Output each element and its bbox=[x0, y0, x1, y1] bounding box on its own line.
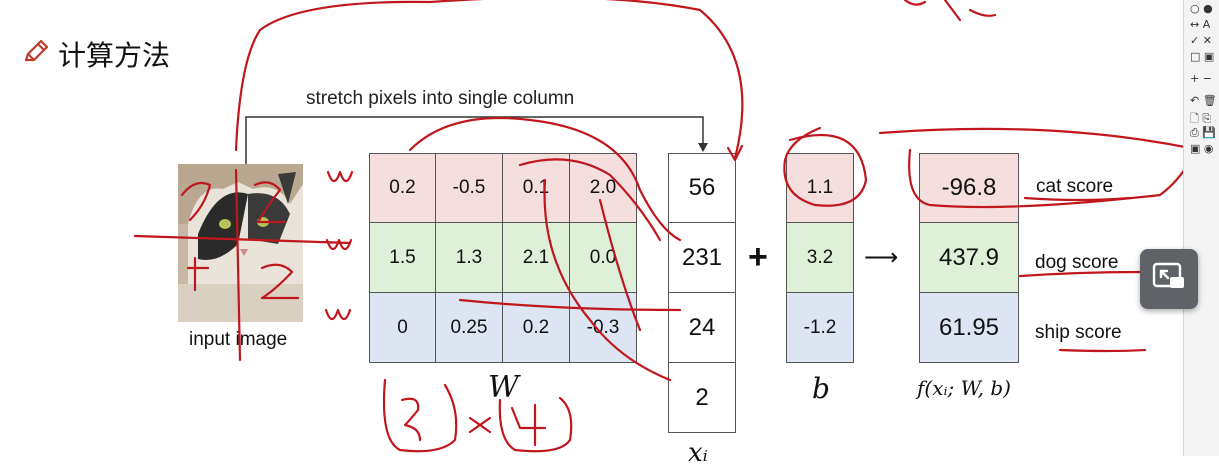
toolbar-item[interactable]: ⎙ 💾 bbox=[1190, 126, 1216, 139]
toolbar-item[interactable]: ▣ ◉ bbox=[1190, 142, 1214, 155]
dog-score-label: dog score bbox=[1035, 252, 1119, 273]
w-cell: -0.5 bbox=[436, 153, 503, 223]
toolbar-item[interactable]: ✓ ✕ bbox=[1190, 34, 1212, 47]
b-cell: -1.2 bbox=[786, 293, 854, 363]
w-cell: 0.2 bbox=[503, 293, 570, 363]
w-cell: 2.1 bbox=[503, 223, 570, 293]
b-cell: 1.1 bbox=[786, 153, 854, 223]
w-cell: 0.1 bbox=[503, 153, 570, 223]
w-matrix: 0.2 -0.5 0.1 2.0 1.5 1.3 2.1 0.0 0 0.25 … bbox=[369, 153, 637, 363]
heading-text: 计算方法 bbox=[58, 39, 171, 72]
w-cell: 0.0 bbox=[570, 223, 637, 293]
f-cell: -96.8 bbox=[919, 153, 1019, 223]
toolbar-item[interactable]: □ ▣ bbox=[1190, 50, 1215, 63]
f-cell: 61.95 bbox=[919, 293, 1019, 363]
w-cell: 0.2 bbox=[369, 153, 436, 223]
x-symbol: xᵢ bbox=[688, 438, 708, 468]
f-vector: -96.8 437.9 61.95 bbox=[919, 153, 1019, 363]
toolbar-item[interactable]: ↔ A bbox=[1190, 18, 1211, 31]
arrow-icon: ⟶ bbox=[864, 244, 899, 271]
b-symbol: b bbox=[812, 372, 830, 405]
annotation-toolbar: ○ ● ↔ A ✓ ✕ □ ▣ + − ↶ 🗑 🗋 ⎘ ⎙ 💾 ▣ ◉ bbox=[1183, 0, 1219, 456]
toolbar-item[interactable]: ○ ● bbox=[1190, 2, 1213, 15]
ship-score-label: ship score bbox=[1035, 322, 1122, 343]
w-cell: 0 bbox=[369, 293, 436, 363]
cat-score-label: cat score bbox=[1036, 176, 1114, 197]
w-cell: -0.3 bbox=[570, 293, 637, 363]
x-cell: 56 bbox=[668, 153, 736, 223]
section-heading: 计算方法 bbox=[22, 34, 170, 74]
w-symbol: W bbox=[488, 370, 519, 405]
x-cell: 24 bbox=[668, 293, 736, 363]
input-image bbox=[178, 164, 303, 322]
w-cell: 0.25 bbox=[436, 293, 503, 363]
x-cell: 231 bbox=[668, 223, 736, 293]
picture-in-picture-icon bbox=[1152, 262, 1186, 297]
w-cell: 1.5 bbox=[369, 223, 436, 293]
f-symbol: f(xᵢ; W, b) bbox=[917, 376, 1011, 400]
x-vector: 56 231 24 2 bbox=[668, 153, 736, 433]
b-vector: 1.1 3.2 -1.2 bbox=[786, 153, 854, 363]
toolbar-item[interactable]: ↶ 🗑 bbox=[1190, 94, 1217, 107]
toolbar-item[interactable]: + − bbox=[1190, 72, 1212, 85]
input-image-label: input image bbox=[189, 329, 288, 350]
x-cell: 2 bbox=[668, 363, 736, 433]
b-cell: 3.2 bbox=[786, 223, 854, 293]
f-cell: 437.9 bbox=[919, 223, 1019, 293]
w-cell: 2.0 bbox=[570, 153, 637, 223]
w-cell: 1.3 bbox=[436, 223, 503, 293]
plus-sign: + bbox=[748, 238, 768, 276]
toolbar-item[interactable]: 🗋 ⎘ bbox=[1190, 112, 1212, 125]
pencil-icon bbox=[22, 38, 50, 71]
picture-in-picture-button[interactable] bbox=[1140, 249, 1198, 309]
